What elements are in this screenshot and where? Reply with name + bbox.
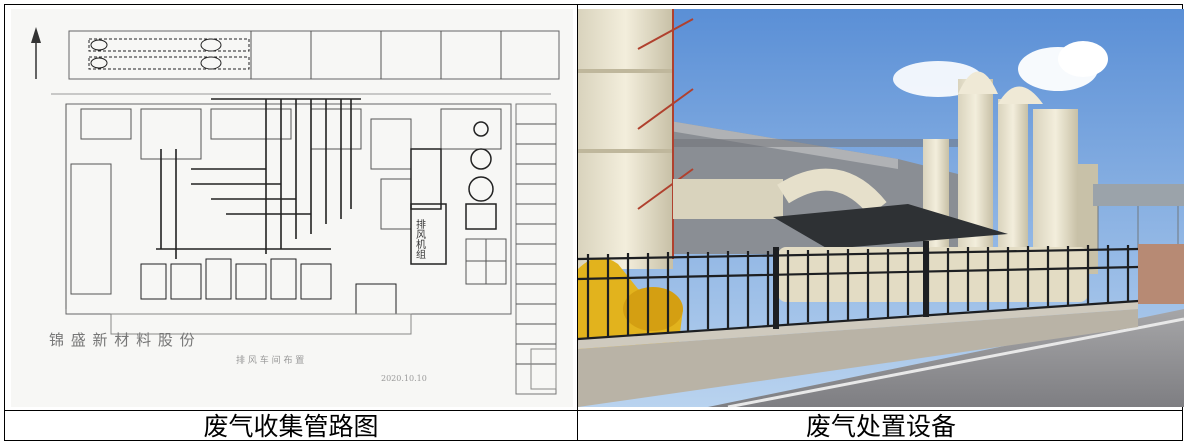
table-column-divider [577,5,578,440]
table-row-divider [5,410,1182,411]
exhaust-pipeline-drawing: 锦 盛 新 材 料 股 份 排 风 车 间 布 置 排风机组 2020.10.1… [11,9,573,407]
image-table: 锦 盛 新 材 料 股 份 排 风 车 间 布 置 排风机组 2020.10.1… [4,4,1184,441]
caption-exhaust-pipeline: 废气收集管路图 [203,412,379,441]
drawing-date-label: 2020.10.10 [381,374,427,383]
exhaust-treatment-photo [578,9,1184,407]
floor-plan-svg: 锦 盛 新 材 料 股 份 排 风 车 间 布 置 排风机组 2020.10.1… [31,27,560,395]
caption-exhaust-treatment: 废气处置设备 [805,412,956,441]
drawing-subtitle-label: 排 风 车 间 布 置 [236,354,304,366]
equipment-photo-svg [578,9,1184,407]
drawing-room-label: 排风机组 [414,218,426,259]
drawing-company-label: 锦 盛 新 材 料 股 份 [49,331,196,349]
